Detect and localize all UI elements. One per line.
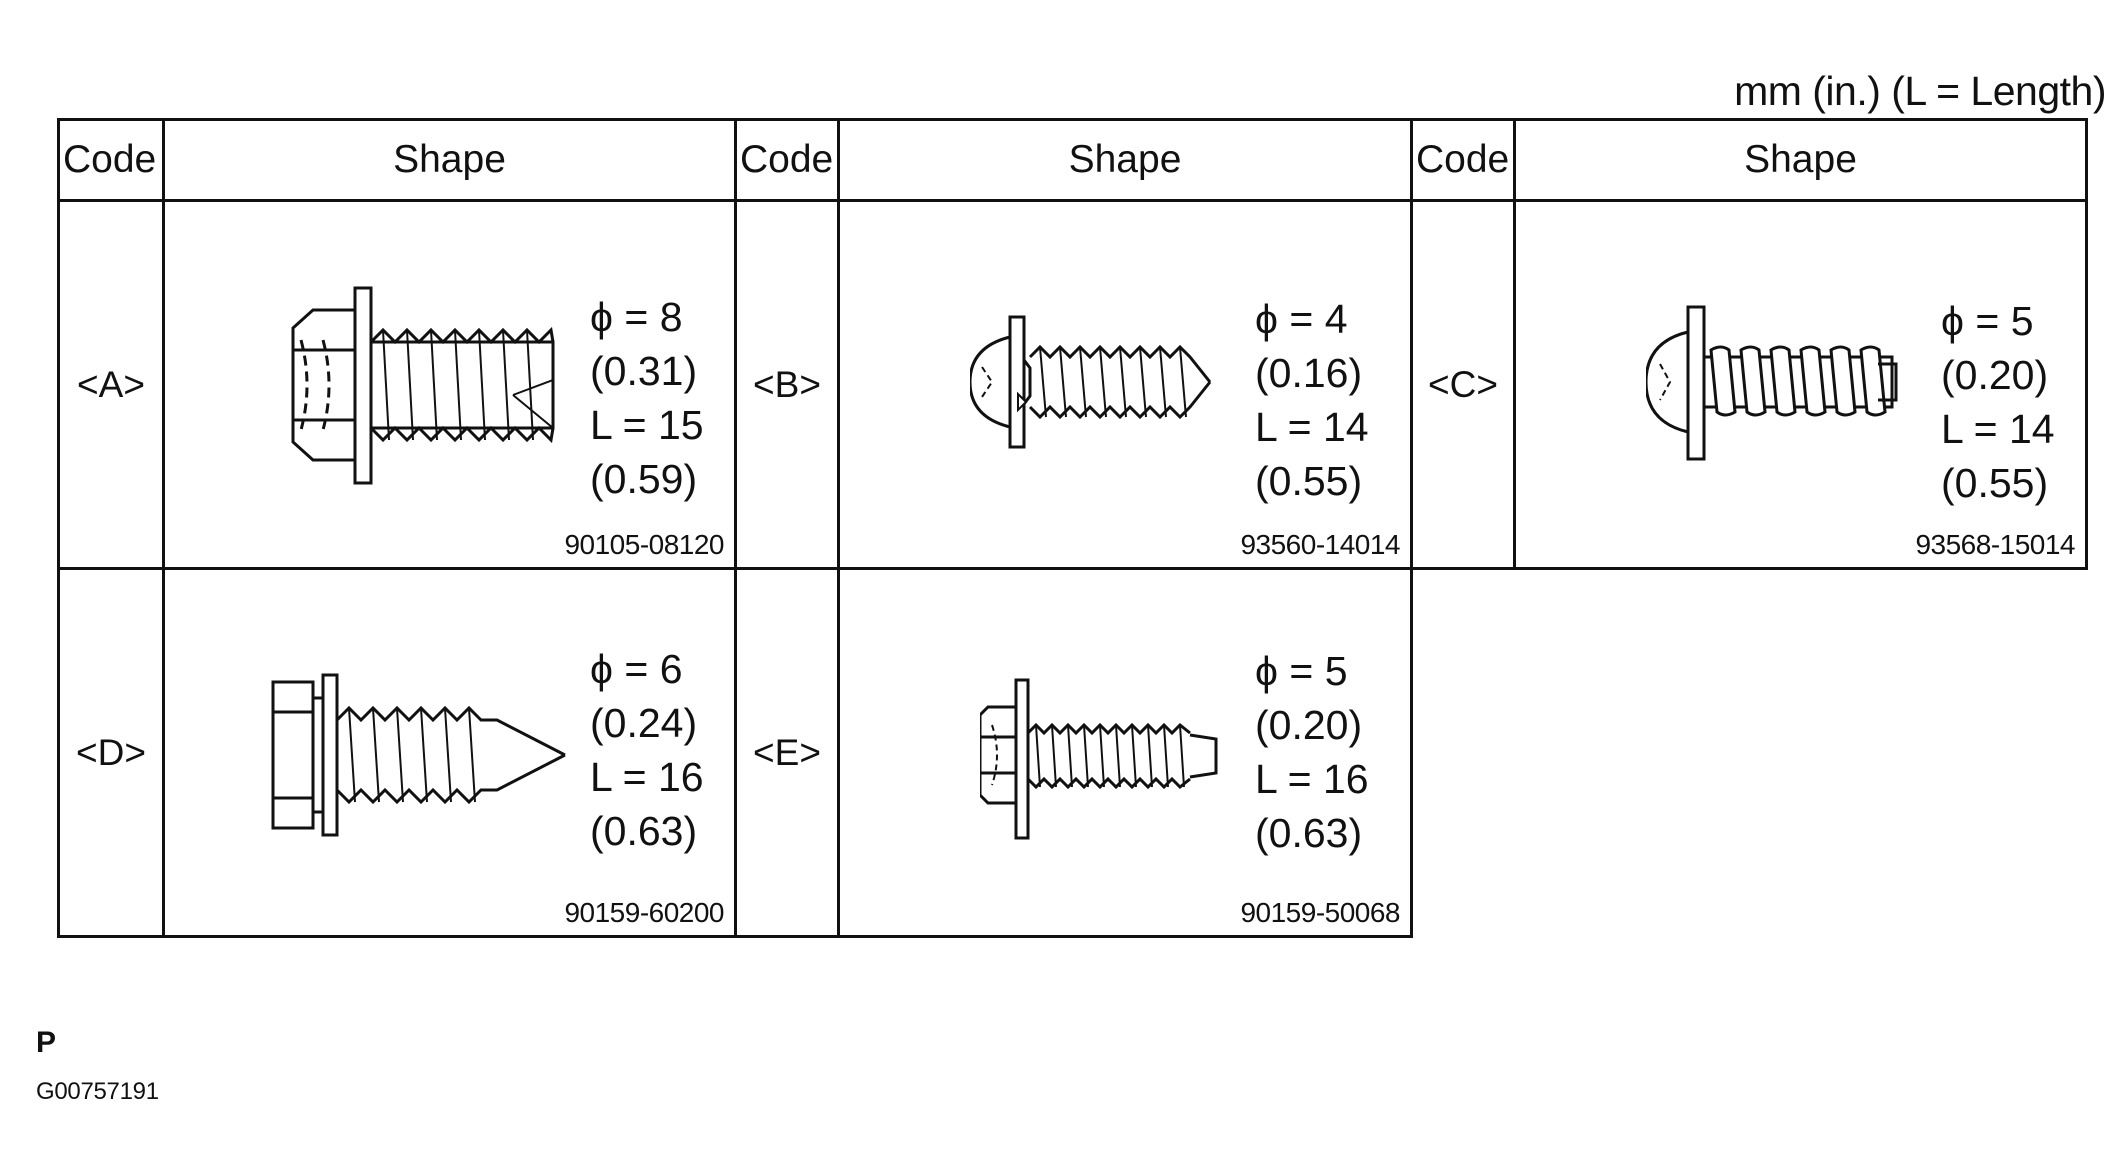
coarse-thread-screw-icon: [1646, 305, 1898, 461]
empty-cell: [1412, 569, 1515, 937]
length-value: L = 14: [1941, 406, 2055, 452]
part-number-e: 90159-50068: [1240, 897, 1400, 928]
shape-cell-b: ϕ = 4 (0.16) L = 14 (0.55) 93560-14014: [837, 199, 1413, 570]
shape-cell-a: ϕ = 8 (0.31) L = 15 (0.59) 90105-08120: [162, 199, 737, 570]
part-number-b: 93560-14014: [1240, 529, 1400, 560]
flange-bolt-icon: [291, 286, 555, 485]
hex-washer-screw-icon: [980, 678, 1218, 840]
empty-cell: [1515, 569, 2087, 937]
diameter-inch-value: (0.24): [590, 700, 698, 746]
code-cell-a: <A>: [57, 199, 165, 570]
spec-block-c: ϕ = 5 (0.20) L = 14 (0.55): [1941, 294, 2055, 510]
shape-header: Shape: [162, 118, 737, 202]
code-cell-c: <C>: [1410, 199, 1516, 570]
footer-letter: P: [36, 1026, 57, 1059]
length-value: L = 16: [590, 754, 704, 800]
shape-header: Shape: [1513, 118, 2088, 202]
length-inch-value: (0.55): [1255, 458, 1363, 504]
diameter-value: ϕ = 4: [1255, 296, 1348, 342]
header-row: Code Shape Code Shape Code Shape: [57, 118, 2088, 202]
code-cell-e: <E>: [734, 567, 840, 938]
diameter-value: ϕ = 5: [1255, 648, 1348, 694]
units-note: mm (in.) (L = Length): [1734, 68, 2106, 114]
length-inch-value: (0.63): [1255, 810, 1363, 856]
diameter-value: ϕ = 8: [590, 294, 683, 340]
table-row: <A> ϕ = 8 (0.31) L =: [57, 199, 2088, 570]
length-value: L = 14: [1255, 404, 1369, 450]
part-number-d: 90159-60200: [564, 897, 724, 928]
shape-header: Shape: [837, 118, 1413, 202]
length-inch-value: (0.55): [1941, 460, 2049, 506]
spec-block-d: ϕ = 6 (0.24) L = 16 (0.63): [590, 642, 704, 858]
length-inch-value: (0.63): [590, 808, 698, 854]
spec-block-a: ϕ = 8 (0.31) L = 15 (0.59): [590, 290, 704, 506]
shape-cell-c: ϕ = 5 (0.20) L = 14 (0.55) 93568-15014: [1513, 199, 2088, 570]
diameter-value: ϕ = 6: [590, 646, 683, 692]
shape-cell-e: ϕ = 5 (0.20) L = 16 (0.63) 90159-50068: [837, 567, 1413, 938]
table-row: <D> ϕ = 6 (0.24) L = 16 (0.63): [57, 567, 2087, 938]
part-number-c: 93568-15014: [1915, 529, 2075, 560]
tapping-screw-icon: [970, 315, 1212, 449]
code-cell-d: <D>: [57, 567, 165, 938]
diameter-inch-value: (0.16): [1255, 350, 1363, 396]
diameter-inch-value: (0.20): [1941, 352, 2049, 398]
code-header: Code: [1410, 118, 1516, 202]
length-value: L = 15: [590, 402, 704, 448]
length-value: L = 16: [1255, 756, 1369, 802]
fastener-table: Code Shape Code Shape Code Shape <A>: [57, 118, 2088, 938]
part-number-a: 90105-08120: [564, 529, 724, 560]
diameter-value: ϕ = 5: [1941, 298, 2034, 344]
diameter-inch-value: (0.31): [590, 348, 698, 394]
figure-id: G00757191: [36, 1078, 159, 1105]
diameter-inch-value: (0.20): [1255, 702, 1363, 748]
code-header: Code: [57, 118, 165, 202]
shape-cell-d: ϕ = 6 (0.24) L = 16 (0.63) 90159-60200: [162, 567, 737, 938]
code-header: Code: [734, 118, 840, 202]
spec-block-e: ϕ = 5 (0.20) L = 16 (0.63): [1255, 644, 1369, 860]
length-inch-value: (0.59): [590, 456, 698, 502]
hex-tapping-screw-icon: [271, 673, 566, 837]
code-cell-b: <B>: [734, 199, 840, 570]
spec-block-b: ϕ = 4 (0.16) L = 14 (0.55): [1255, 292, 1369, 508]
